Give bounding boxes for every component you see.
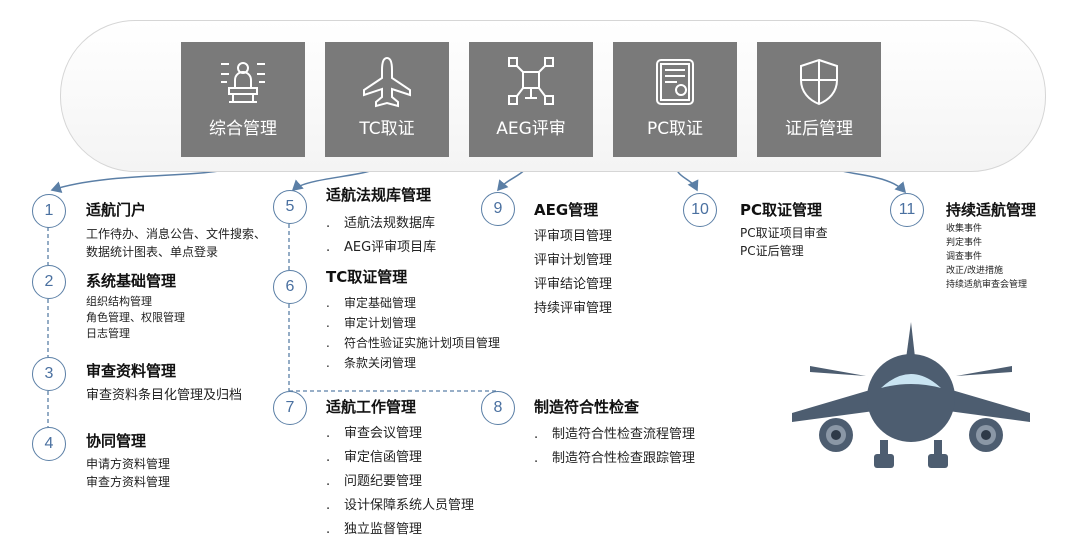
step-circle-7: 7 (273, 391, 307, 425)
bullet: . (326, 316, 330, 330)
step-circle-2: 2 (32, 265, 66, 299)
section-body-4: 申请方资料管理 审查方资料管理 (86, 455, 170, 491)
step-circle-5: 5 (273, 190, 307, 224)
list-item: .独立监督管理 (326, 518, 474, 542)
bullet: . (326, 498, 331, 513)
certificate-document-icon (613, 54, 737, 114)
section-body-8: .制造符合性检查流程管理 .制造符合性检查跟踪管理 (534, 423, 695, 471)
section-body-1: 工作待办、消息公告、文件搜索、 数据统计图表、单点登录 (86, 225, 266, 261)
list-item: .制造符合性检查流程管理 (534, 423, 695, 447)
section-item: 申请方资料管理 (86, 457, 171, 471)
section-body-11: 收集事件 判定事件 调查事件 改正/改进措施 持续适航审查会管理 (946, 222, 1027, 292)
section-item: 判定事件 (946, 238, 983, 248)
module-label: 综合管理 (209, 119, 277, 139)
module-label: AEG评审 (496, 119, 566, 139)
list-item: .适航法规数据库 (326, 212, 436, 236)
section-title-9: AEG管理 (534, 201, 599, 219)
step-circle-4: 4 (32, 427, 66, 461)
bullet: . (326, 426, 331, 441)
section-item: 工作待办、消息公告、文件搜索、 (86, 227, 267, 241)
bullet: . (326, 216, 331, 231)
shield-icon (757, 54, 881, 114)
section-item: 调查事件 (946, 252, 983, 262)
airplane-icon (325, 54, 449, 114)
step-circle-8: 8 (481, 391, 515, 425)
list-item: .符合性验证实施计划项目管理 (326, 333, 500, 353)
section-item: 持续适航审查会管理 (946, 280, 1028, 290)
step-circle-3: 3 (32, 357, 66, 391)
section-item: 日志管理 (86, 327, 130, 340)
module-label: 证后管理 (785, 119, 853, 139)
section-item: 持续评审管理 (534, 301, 613, 316)
section-item: 评审项目管理 (534, 229, 613, 244)
module-tile-post-cert[interactable]: 证后管理 (757, 42, 881, 157)
module-tile-comprehensive[interactable]: 综合管理 (181, 42, 305, 157)
step-circle-11: 11 (890, 193, 924, 227)
list-item: .条款关闭管理 (326, 353, 500, 373)
airplane-illustration (792, 322, 1030, 468)
list-item: .审定计划管理 (326, 313, 500, 333)
section-title-6: TC取证管理 (326, 268, 408, 286)
section-body-3: 审查资料条目化管理及归档 (86, 387, 242, 405)
section-item: 评审计划管理 (534, 253, 613, 268)
list-item: .审查会议管理 (326, 422, 474, 446)
module-label: TC取证 (359, 119, 415, 139)
module-tile-aeg[interactable]: AEG评审 (469, 42, 593, 157)
bullet: . (326, 356, 330, 370)
section-body-9: 评审项目管理 评审计划管理 评审结论管理 持续评审管理 (534, 225, 612, 321)
section-item: 数据统计图表、单点登录 (86, 245, 219, 259)
bullet: . (326, 450, 331, 465)
list-item: .AEG评审项目库 (326, 236, 436, 260)
list-item: .审定信函管理 (326, 446, 474, 470)
bullet: . (326, 296, 330, 310)
section-body-10: PC取证项目审查 PC证后管理 (740, 224, 828, 260)
section-body-5: .适航法规数据库 .AEG评审项目库 (326, 212, 436, 260)
bullet: . (326, 474, 331, 489)
section-title-5: 适航法规库管理 (326, 186, 432, 204)
section-title-2: 系统基础管理 (86, 272, 177, 290)
bullet: . (326, 240, 331, 255)
section-item: PC证后管理 (740, 244, 804, 258)
list-item: .审定基础管理 (326, 293, 500, 313)
section-item: 评审结论管理 (534, 277, 613, 292)
bullet: . (326, 522, 331, 537)
section-item: 审查资料条目化管理及归档 (86, 388, 243, 403)
list-item: .制造符合性检查跟踪管理 (534, 447, 695, 471)
section-title-4: 协同管理 (86, 432, 147, 450)
section-title-1: 适航门户 (86, 201, 147, 219)
section-title-10: PC取证管理 (740, 201, 823, 219)
step-circle-1: 1 (32, 194, 66, 228)
network-diagram-icon (469, 54, 593, 114)
module-label: PC取证 (646, 119, 704, 139)
list-item: .问题纪要管理 (326, 470, 474, 494)
section-item: 审查方资料管理 (86, 475, 171, 489)
section-title-3: 审查资料管理 (86, 362, 177, 380)
section-item: PC取证项目审查 (740, 226, 828, 240)
module-tile-tc[interactable]: TC取证 (325, 42, 449, 157)
section-body-7: .审查会议管理 .审定信函管理 .问题纪要管理 .设计保障系统人员管理 .独立监… (326, 422, 474, 542)
bullet: . (534, 451, 539, 466)
section-title-7: 适航工作管理 (326, 398, 417, 416)
section-body-6: .审定基础管理 .审定计划管理 .符合性验证实施计划项目管理 .条款关闭管理 (326, 293, 500, 373)
section-item: 组织结构管理 (86, 295, 152, 308)
bullet: . (326, 336, 330, 350)
section-item: 改正/改进措施 (946, 266, 1004, 276)
section-item: 收集事件 (946, 224, 983, 234)
section-body-2: 组织结构管理 角色管理、权限管理 日志管理 (86, 294, 185, 342)
bullet: . (534, 427, 539, 442)
section-title-8: 制造符合性检查 (534, 398, 640, 416)
section-item: 角色管理、权限管理 (86, 311, 185, 324)
module-tile-pc[interactable]: PC取证 (613, 42, 737, 157)
person-monitor-icon (181, 54, 305, 114)
section-title-11: 持续适航管理 (946, 201, 1037, 219)
step-circle-6: 6 (273, 270, 307, 304)
step-circle-10: 10 (683, 193, 717, 227)
step-circle-9: 9 (481, 192, 515, 226)
list-item: .设计保障系统人员管理 (326, 494, 474, 518)
